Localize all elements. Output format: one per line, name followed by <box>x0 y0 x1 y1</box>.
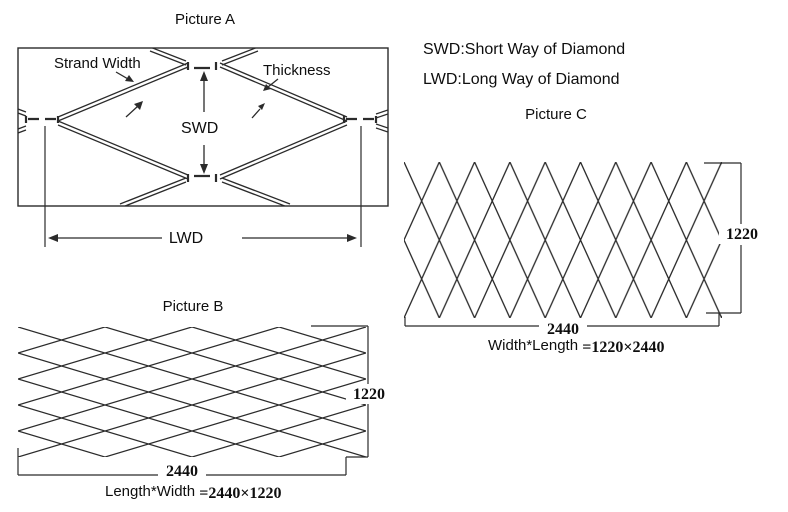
picture-b-width-value: 2440 <box>158 463 206 481</box>
strand-width-arrowhead-2 <box>134 101 143 110</box>
strand-width-label: Strand Width <box>54 55 141 72</box>
picture-a-title: Picture A <box>174 11 236 28</box>
picture-b-diagram <box>17 325 369 476</box>
picture-b-mesh <box>18 327 366 457</box>
picture-c-formula: Width*Length =1220×2440 <box>488 337 665 356</box>
thickness-label: Thickness <box>263 62 331 79</box>
lwd-left-arrowhead <box>48 234 58 242</box>
thickness-arrowhead-1 <box>263 84 271 91</box>
picture-b-title: Picture B <box>162 298 224 315</box>
swd-up-arrowhead <box>200 71 208 81</box>
lwd-dimension <box>44 126 362 247</box>
legend-lwd-definition: LWD:Long Way of Diamond <box>423 71 620 88</box>
lwd-right-arrowhead <box>347 234 357 242</box>
picture-c-dimension-lines <box>404 162 742 327</box>
picture-c-formula-label: Width*Length <box>488 337 579 354</box>
lwd-label: LWD <box>168 230 204 247</box>
picture-b-dimension-lines <box>17 325 369 476</box>
picture-b-height-value: 1220 <box>346 386 392 404</box>
picture-b-formula: Length*Width =2440×1220 <box>105 483 282 502</box>
picture-c-mesh <box>404 162 722 318</box>
picture-c-height-value: 1220 <box>719 226 765 244</box>
thickness-arrowhead-2 <box>258 103 265 110</box>
strand-width-arrowhead-1 <box>125 75 134 82</box>
swd-label: SWD <box>181 120 219 137</box>
picture-c-formula-value: =1220×2440 <box>582 339 665 356</box>
picture-b-formula-label: Length*Width <box>105 483 196 500</box>
picture-a-diagram <box>17 47 389 247</box>
picture-c-diagram <box>404 162 742 327</box>
picture-a-border <box>17 47 389 207</box>
picture-c-width-value: 2440 <box>539 321 587 339</box>
picture-b-formula-value: =2440×1220 <box>199 485 282 502</box>
bond-node-marks <box>24 62 378 182</box>
annotation-arrows <box>115 71 279 174</box>
legend-swd-definition: SWD:Short Way of Diamond <box>423 41 626 58</box>
picture-c-title: Picture C <box>525 106 587 123</box>
strand-lines <box>18 48 388 206</box>
swd-down-arrowhead <box>200 164 208 174</box>
